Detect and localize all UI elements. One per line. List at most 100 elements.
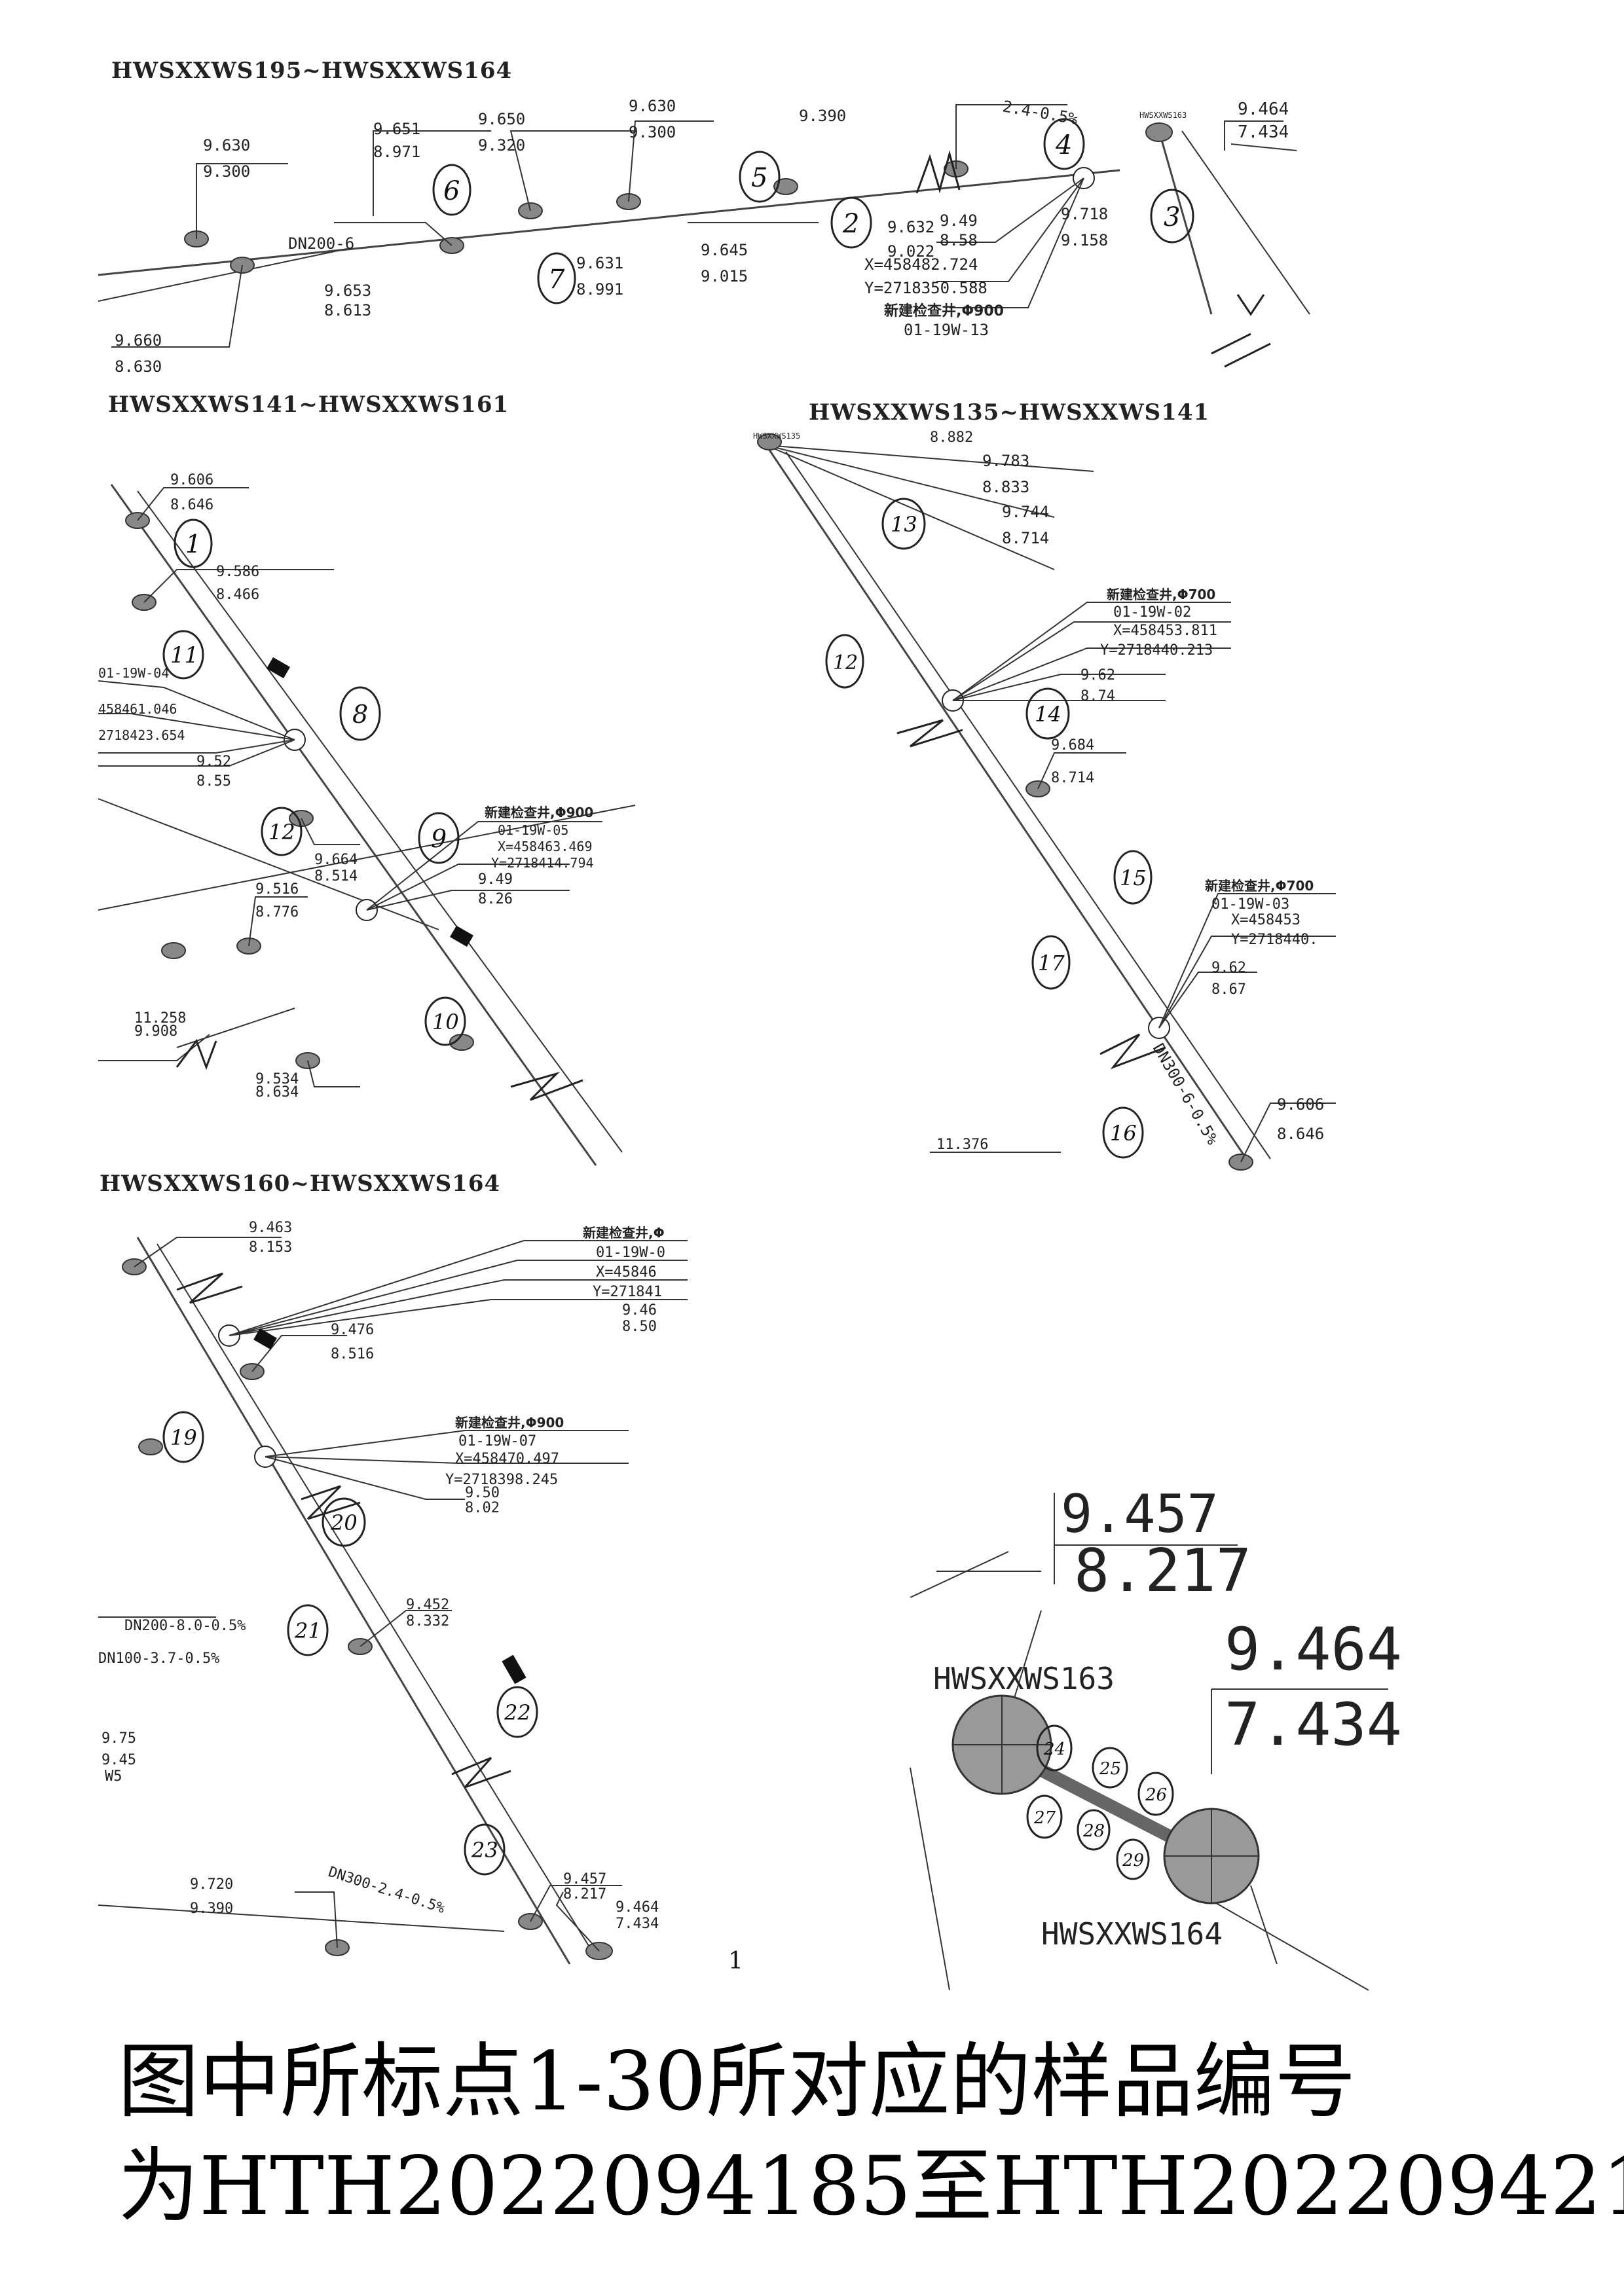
- manhole-hwsxxws163-p1: [1145, 122, 1173, 142]
- new-manhole-spec: 新建检查井,Φ900: [485, 805, 593, 820]
- handwritten-mark-8: 8: [339, 686, 381, 741]
- handwritten-mark-5: 5: [739, 151, 781, 203]
- handwritten-mark-19: 19: [162, 1411, 204, 1463]
- elev-label: 9.52: [196, 754, 231, 770]
- elev-label: 8.833: [982, 478, 1029, 496]
- svg-text:10: 10: [432, 1010, 459, 1034]
- elev-label: 9.586: [216, 564, 259, 580]
- handwritten-mark-28: 29: [1116, 1838, 1150, 1880]
- elev-label: 7.434: [616, 1916, 659, 1932]
- hatched-block: [253, 1328, 277, 1350]
- handwritten-mark-22: 22: [496, 1686, 538, 1738]
- elev-label: 9.464: [1238, 100, 1289, 119]
- handwritten-mark-2: 2: [830, 196, 872, 249]
- handwritten-mark-7: 7: [537, 252, 576, 304]
- elev-label: 8.217: [1074, 1537, 1251, 1605]
- svg-text:5: 5: [751, 163, 767, 193]
- elev-label: 8.714: [1051, 770, 1094, 786]
- manhole-label: HWSXXWS163: [1139, 111, 1187, 120]
- elev-label: 9.744: [1002, 503, 1049, 521]
- handwritten-mark-3: 3: [1150, 189, 1194, 244]
- panel-4-diagram: 9.463 8.153 9.476 8.516 9.46 8.50 9.50 8…: [98, 1220, 688, 1965]
- svg-text:29: 29: [1122, 1851, 1144, 1870]
- svg-text:13: 13: [891, 512, 917, 537]
- handwritten-mark-29: 28: [1077, 1809, 1111, 1851]
- caption-line-2: 为HTH2022094185至HTH2022094214: [118, 2140, 1624, 2234]
- coord-x: X=45846: [596, 1264, 657, 1281]
- new-manhole-id: 01-19W-13: [904, 321, 989, 339]
- coord-y: Y=2718440.213: [1100, 642, 1213, 659]
- scribble-w: [176, 1272, 243, 1304]
- caption-line-1: 图中所标点1-30所对应的样品编号: [118, 2035, 1356, 2129]
- coord-y: Y=2718414.794: [491, 855, 594, 871]
- elev-label: 9.463: [249, 1220, 292, 1236]
- elev-label: 9.651: [373, 120, 420, 138]
- scribble-w: [301, 1485, 361, 1520]
- elev-label: 8.630: [115, 357, 162, 376]
- elev-label: 8.217: [563, 1886, 606, 1903]
- elev-label: 9.457: [563, 1871, 606, 1887]
- svg-text:19: 19: [170, 1425, 197, 1450]
- handwritten-mark-11: 11: [162, 630, 204, 680]
- svg-text:3: 3: [1164, 202, 1180, 232]
- elev-label: 9.606: [170, 472, 213, 488]
- svg-text:21: 21: [294, 1618, 322, 1643]
- elev-label: 8.466: [216, 587, 259, 603]
- elev-label: 8.153: [249, 1239, 292, 1256]
- handwritten-mark-1: 1: [174, 519, 213, 568]
- elev-label: 8.332: [406, 1613, 449, 1630]
- elev-label: 7.434: [1238, 122, 1289, 142]
- elev-label: 8.646: [170, 497, 213, 513]
- elev-label: 9.50: [465, 1485, 500, 1501]
- svg-text:7: 7: [548, 264, 565, 295]
- pipe-label: DN300-2.4-0.5%: [326, 1864, 447, 1917]
- elev-label: 9.390: [799, 107, 846, 125]
- elev-label: 11.376: [936, 1137, 988, 1153]
- svg-text:1: 1: [185, 530, 201, 558]
- svg-text:22: 22: [504, 1700, 531, 1725]
- manhole-label: HWSXXWS135: [753, 431, 800, 441]
- elev-label: 9.49: [478, 871, 513, 888]
- elev-label: 8.516: [331, 1346, 374, 1362]
- elev-label: 8.67: [1211, 981, 1246, 998]
- new-manhole-spec: 新建检查井,Φ700: [1205, 878, 1314, 894]
- elev-label: 9.660: [115, 331, 162, 350]
- scribble-w: [510, 1071, 583, 1101]
- elev-label: 9.62: [1080, 667, 1115, 683]
- elev-label: 9.45: [101, 1752, 136, 1768]
- handwritten-mark-12: 12: [261, 807, 303, 856]
- elev-label: 8.882: [930, 429, 973, 446]
- coord-y: Y=2718350.588: [864, 279, 987, 297]
- slope-label: 2.4-0.5%: [1001, 97, 1079, 128]
- handwritten-mark-26: 25: [1092, 1747, 1128, 1789]
- svg-text:8: 8: [352, 700, 368, 729]
- elev-label: 9.022: [887, 242, 934, 261]
- hatched-block: [450, 925, 473, 947]
- elev-label: 8.02: [465, 1500, 500, 1516]
- elev-label: 8.514: [314, 868, 358, 884]
- elev-label: 9.62: [1211, 960, 1246, 976]
- elev-label: 8.646: [1277, 1125, 1324, 1143]
- elev-label: 9.320: [478, 136, 525, 155]
- handwritten-mark-6: 6: [432, 164, 471, 216]
- panel-5-detail: 9.457 8.217 9.464 7.434 HWSXXWS163 HWSXX…: [910, 1484, 1402, 1991]
- svg-text:17: 17: [1038, 951, 1065, 975]
- svg-text:2: 2: [842, 209, 859, 239]
- elev-label: 8.55: [196, 773, 231, 790]
- coord-y: Y=271841: [593, 1284, 662, 1300]
- panel-title-1: HWSXXWS195~HWSXXWS164: [111, 58, 513, 84]
- svg-text:14: 14: [1035, 702, 1061, 727]
- elev-label: 9.476: [331, 1322, 374, 1338]
- handwritten-mark-4: 4: [1043, 118, 1085, 170]
- elev-label: 11.258: [134, 1010, 186, 1027]
- elev-label: 9.645: [701, 241, 748, 259]
- manhole-hwsxxws135: [757, 433, 782, 450]
- panel-title-3: HWSXXWS135~HWSXXWS141: [809, 399, 1210, 426]
- pipe-label: DN100-3.7-0.5%: [98, 1650, 219, 1667]
- elev-label: 8.776: [255, 904, 299, 920]
- elev-label: 9.650: [478, 110, 525, 128]
- handwritten-mark-17: 17: [1031, 935, 1071, 990]
- manhole-id: 01-19W-02: [1113, 604, 1191, 621]
- handwritten-mark-13: 13: [881, 498, 926, 550]
- elev-label: 9.516: [255, 881, 299, 898]
